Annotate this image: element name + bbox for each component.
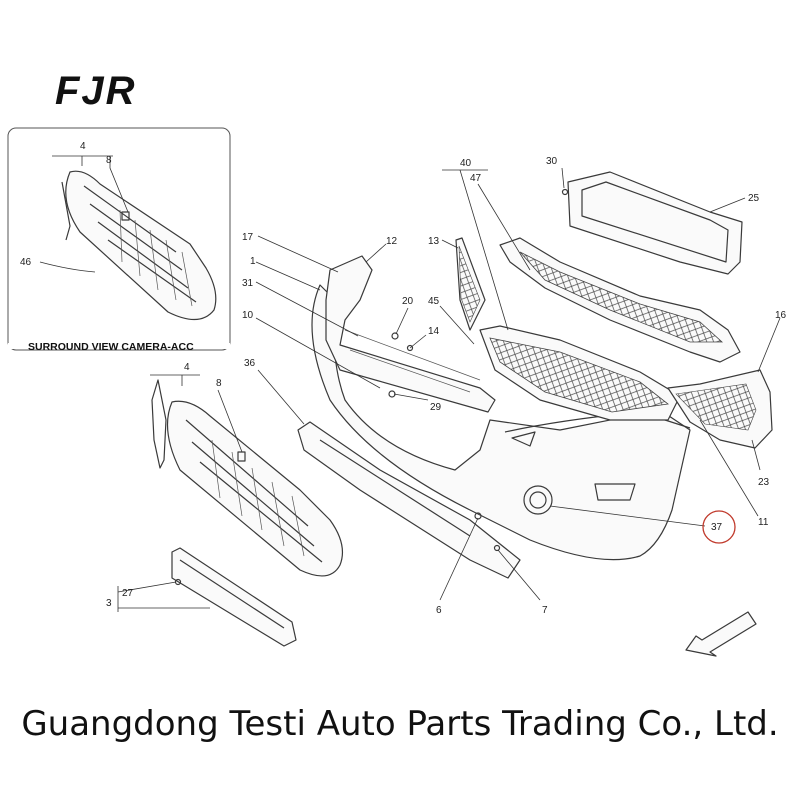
callout-29: 29 <box>430 402 442 413</box>
callout-8a: 8 <box>106 155 112 166</box>
callout-30: 30 <box>546 156 558 167</box>
inset-grille-drawing <box>39 155 217 321</box>
callout-36: 36 <box>244 358 256 369</box>
callout-labels: 40 47 30 25 17 12 13 1 31 20 45 14 10 16… <box>106 156 787 616</box>
callout-3: 3 <box>106 598 112 609</box>
trim-strip-part <box>151 379 167 469</box>
callout-4a: 4 <box>80 141 86 152</box>
callout-12: 12 <box>386 236 398 247</box>
callout-10: 10 <box>242 310 254 321</box>
bracket-16-part <box>667 369 773 449</box>
callout-37-highlight <box>702 510 736 544</box>
front-grille-part <box>479 325 681 421</box>
cross-member-part <box>325 255 496 413</box>
company-name: Guangdong Testi Auto Parts Trading Co., … <box>21 704 779 744</box>
callout-8b: 8 <box>216 378 222 389</box>
callout-20: 20 <box>402 296 414 307</box>
callout-11: 11 <box>758 517 769 528</box>
callout-1: 1 <box>250 256 256 267</box>
callout-4b: 4 <box>184 362 190 373</box>
upper-grille-part <box>499 237 741 363</box>
callout-6: 6 <box>436 605 442 616</box>
callout-13: 13 <box>428 236 440 247</box>
brand-logo-text: FJR <box>55 69 137 113</box>
callout-14: 14 <box>428 326 440 337</box>
direction-arrow-icon <box>685 611 757 657</box>
callout-40: 40 <box>460 158 472 169</box>
callout-17: 17 <box>242 232 254 243</box>
callout-46: 46 <box>20 257 32 268</box>
callout-31: 31 <box>242 278 254 289</box>
inset-panel: SURROUND VIEW CAMERA-ACC 4 8 46 <box>7 127 231 353</box>
callout-16: 16 <box>775 310 787 321</box>
callout-25: 25 <box>748 193 760 204</box>
callout-37: 37 <box>711 522 723 533</box>
brand-logo: FJR <box>55 69 137 113</box>
inset-caption: SURROUND VIEW CAMERA-ACC <box>28 341 194 353</box>
callout-27: 27 <box>122 588 134 599</box>
callout-23: 23 <box>758 477 770 488</box>
side-grille-13-part <box>455 237 486 331</box>
callout-45: 45 <box>428 296 440 307</box>
leader-lines <box>117 167 781 612</box>
panel-3-part <box>171 547 297 647</box>
lower-grille-part <box>166 400 343 577</box>
bracket-25-part <box>567 171 743 275</box>
callout-47: 47 <box>470 173 482 184</box>
callout-7: 7 <box>542 605 548 616</box>
